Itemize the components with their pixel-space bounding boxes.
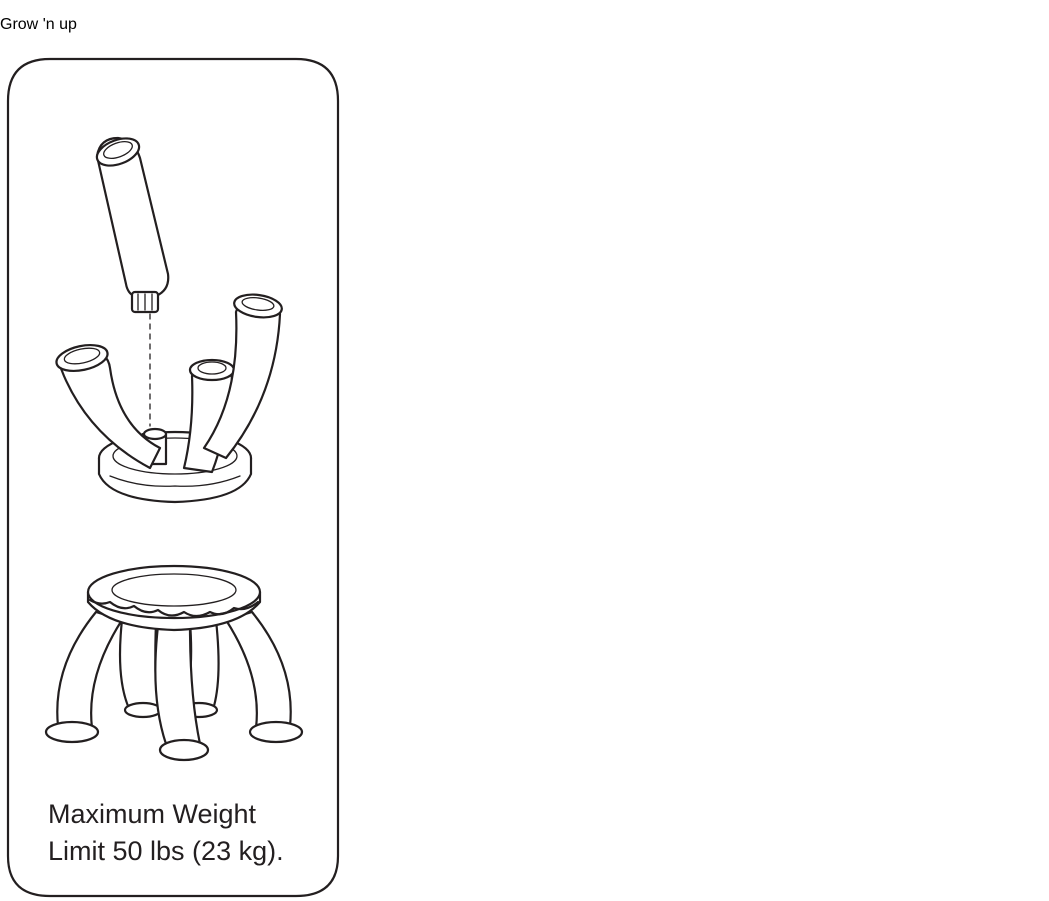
scalloped-roof-trim: Grow 'n up [0, 16, 77, 33]
brand-badge: Grow 'n up [0, 16, 77, 33]
assembled-stool [44, 564, 304, 762]
caption-line-1: Maximum Weight [48, 799, 257, 829]
assembly-diagram [6, 57, 340, 898]
stool-base-with-legs [55, 293, 283, 504]
loose-stool-leg [95, 136, 170, 314]
playhouse-panel: Grow 'n up [0, 16, 77, 33]
weight-limit-caption: Maximum Weight Limit 50 lbs (23 kg). [48, 796, 338, 870]
caption-line-2: Limit 50 lbs (23 kg). [48, 836, 284, 866]
